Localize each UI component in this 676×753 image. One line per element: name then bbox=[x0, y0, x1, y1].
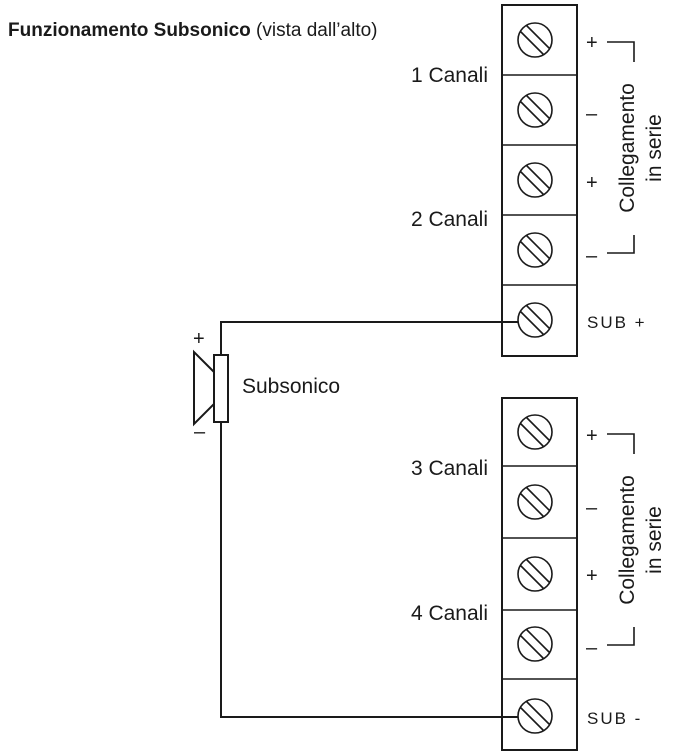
sub-terminal-label: SUB + bbox=[587, 313, 647, 332]
series-bracket-bottom bbox=[607, 627, 635, 646]
diagram-title: Funzionamento Subsonico (vista dall’alto… bbox=[8, 20, 378, 41]
speaker-minus-sign: – bbox=[194, 421, 206, 443]
terminal-sign: + bbox=[586, 565, 598, 587]
channel-label: 4 Canali bbox=[411, 602, 488, 625]
terminal-sign: – bbox=[586, 497, 598, 519]
terminal-sign: + bbox=[586, 32, 598, 54]
screw-terminal-icon bbox=[517, 22, 553, 58]
terminal-block-1-outline bbox=[501, 4, 578, 357]
screw-terminal-icon bbox=[517, 484, 553, 520]
wire-sub-minus bbox=[220, 422, 518, 718]
screw-terminal-icon bbox=[517, 92, 553, 128]
title-normal: (vista dall’alto) bbox=[251, 20, 378, 41]
sub-terminal-label: SUB - bbox=[587, 709, 642, 728]
series-label-line-1: Collegamento bbox=[616, 83, 639, 213]
screw-terminal-icon bbox=[517, 626, 553, 662]
terminal-block-2: 3 Canali 4 Canali + – + – Collegamento i… bbox=[411, 397, 666, 751]
channel-label: 1 Canali bbox=[411, 64, 488, 87]
terminal-sign: + bbox=[586, 425, 598, 447]
terminal-block-1: 1 Canali 2 Canali + – + – Collegamento i… bbox=[411, 4, 666, 357]
terminal-sign: + bbox=[586, 172, 598, 194]
channel-label: 2 Canali bbox=[411, 208, 488, 231]
series-label-line-2: in serie bbox=[643, 114, 666, 182]
series-bracket-top bbox=[607, 433, 635, 454]
screw-terminal-icon bbox=[517, 414, 553, 450]
series-label-line-2: in serie bbox=[643, 506, 666, 574]
screw-terminal-icon bbox=[517, 556, 553, 592]
terminal-sign: – bbox=[586, 245, 598, 267]
terminal-sign: – bbox=[586, 103, 598, 125]
series-label-line-1: Collegamento bbox=[616, 475, 639, 605]
speaker-label: Subsonico bbox=[242, 375, 340, 398]
screw-terminal-icon bbox=[517, 232, 553, 268]
terminal-block-2-outline bbox=[501, 397, 578, 751]
wire-sub-plus bbox=[220, 321, 518, 355]
series-bracket-top bbox=[607, 41, 635, 62]
channel-label: 3 Canali bbox=[411, 457, 488, 480]
screw-terminal-icon bbox=[517, 162, 553, 198]
speaker-plus-sign: + bbox=[193, 328, 205, 350]
screw-terminal-icon bbox=[517, 302, 553, 338]
terminal-sign: – bbox=[586, 637, 598, 659]
speaker-icon bbox=[193, 349, 229, 427]
title-bold: Funzionamento Subsonico bbox=[8, 20, 251, 41]
series-bracket-bottom bbox=[607, 235, 635, 254]
